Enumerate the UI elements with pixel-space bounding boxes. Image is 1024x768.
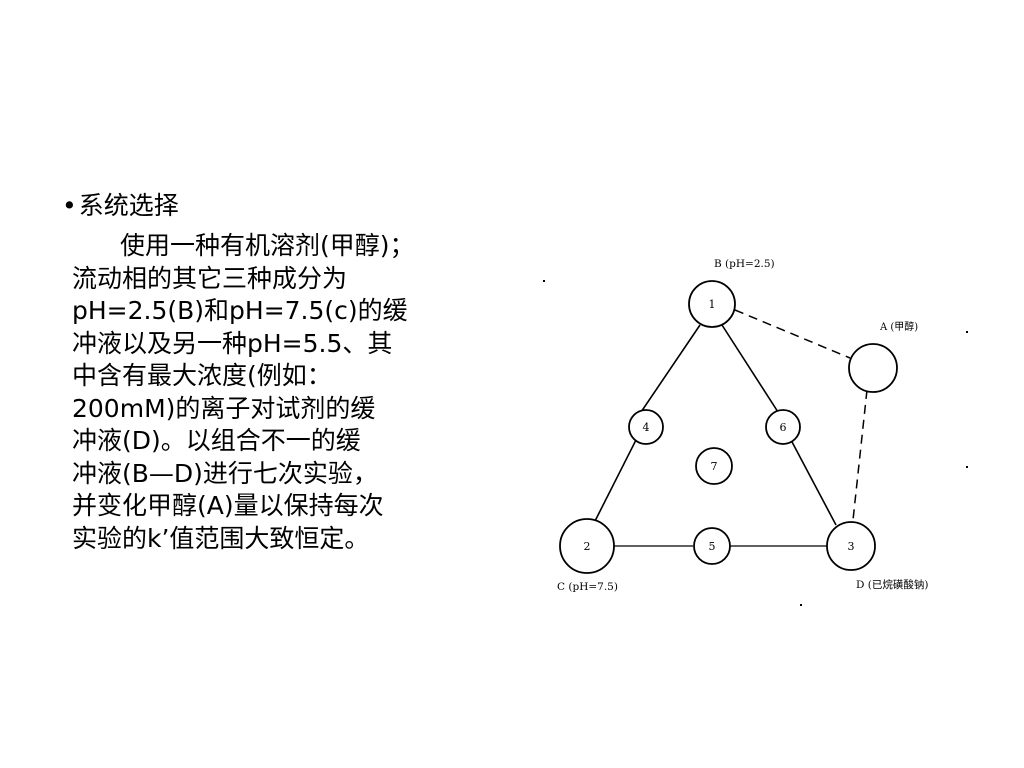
node-3-label: 3 [848, 540, 855, 553]
section-title: 系统选择 [78, 191, 179, 220]
paragraph-line: 冲液(B—D)进行七次实验， [72, 458, 378, 488]
vertex-label-d: D (已烷磺酸钠) [856, 578, 928, 591]
paragraph-line: 实验的k’值范围大致恒定。 [72, 523, 370, 553]
node-4 [628, 409, 664, 445]
node-6 [765, 409, 801, 445]
vertex-label-b: B (pH=2.5) [714, 258, 775, 270]
bullet-marker: • [62, 191, 77, 220]
paragraph-line: 流动相的其它三种成分为 [72, 263, 348, 293]
edge-1-4 [636, 324, 701, 419]
node-7 [695, 447, 733, 485]
node-2-label: 2 [584, 540, 591, 553]
section-heading: •系统选择 [62, 188, 502, 224]
edge-6-3 [790, 439, 837, 526]
dashed-edge-a-3 [852, 389, 868, 521]
scan-speck [966, 466, 968, 468]
scan-speck [800, 604, 802, 606]
paragraph-line: 冲液以及另一种pH=5.5、其 [72, 328, 393, 358]
node-4-label: 4 [643, 421, 650, 434]
scan-speck [966, 331, 968, 333]
node-7-label: 7 [711, 460, 718, 473]
paragraph-line: 冲液(D)。以组合不一的缓 [72, 426, 361, 455]
vertex-label-c: C (pH=7.5) [557, 581, 618, 593]
edge-4-2 [592, 437, 638, 526]
solvent-selection-diagram: 1 2 3 4 5 6 7 B (pH=2.5) C (pH=7.5) D (已… [530, 240, 980, 614]
paragraph-line: 200mM)的离子对试剂的缓 [72, 393, 376, 423]
node-a [848, 343, 898, 393]
node-6-label: 6 [780, 421, 787, 434]
node-1-label: 1 [709, 298, 716, 311]
paragraph-line: 并变化甲醇(A)量以保持每次 [72, 491, 384, 520]
dashed-edge-1-a [734, 309, 851, 359]
triangle-diagram-svg: 1 2 3 4 5 6 7 B (pH=2.5) C (pH=7.5) D (已… [543, 258, 968, 606]
node-1 [688, 280, 736, 328]
paragraph-line: 使用一种有机溶剂(甲醇)； [120, 231, 415, 260]
edge-1-6 [721, 324, 779, 413]
node-5 [693, 527, 731, 565]
paragraph-line: pH=2.5(B)和pH=7.5(c)的缓 [72, 296, 408, 325]
scan-speck [543, 280, 545, 282]
node-3 [826, 521, 876, 571]
vertex-label-a: A (甲醇) [879, 320, 918, 333]
paragraph-line: 中含有最大浓度(例如： [72, 361, 332, 390]
node-5-label: 5 [709, 540, 716, 553]
node-2 [559, 518, 615, 574]
text-block: •系统选择 使用一种有机溶剂(甲醇)； 流动相的其它三种成分为 pH=2.5(B… [62, 188, 502, 555]
